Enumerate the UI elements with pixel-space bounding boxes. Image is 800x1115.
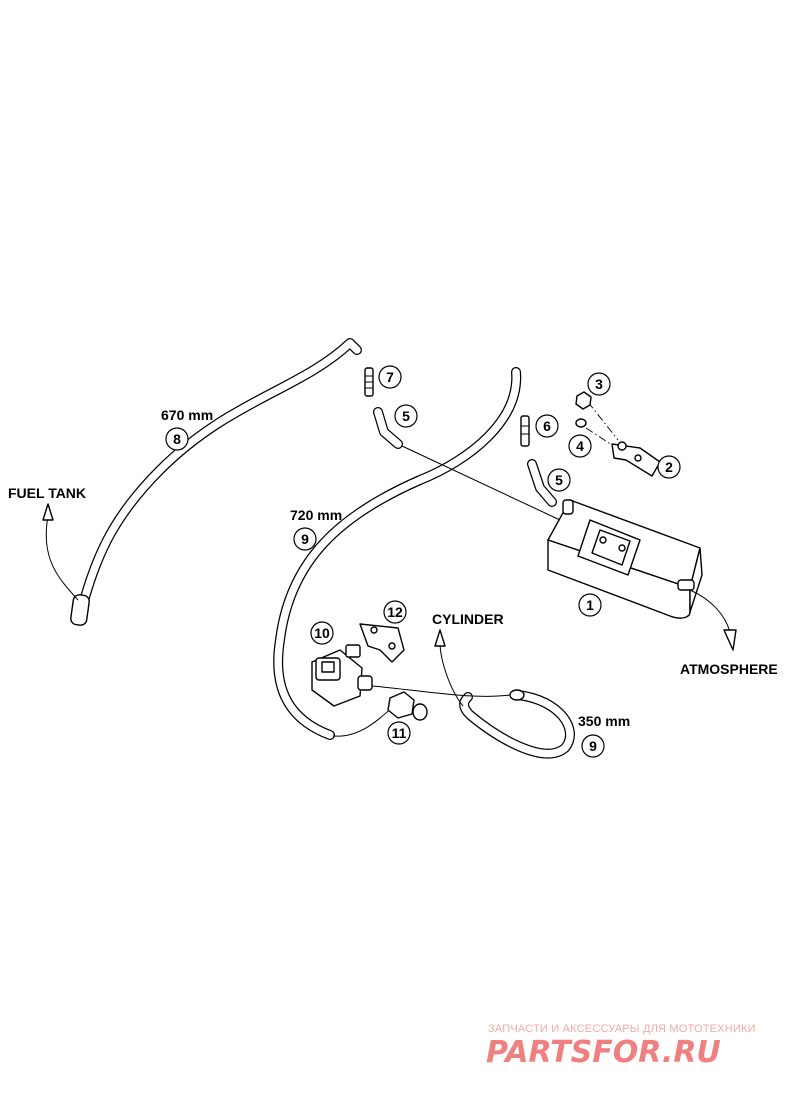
callout-5-right: 5 [547, 468, 571, 492]
callout-9-long: 9 [293, 527, 317, 551]
svg-text:7: 7 [386, 369, 394, 385]
fuel-tank-label: FUEL TANK [8, 485, 86, 501]
purge-valve [311, 644, 373, 707]
svg-text:4: 4 [576, 438, 584, 454]
charcoal-canister [547, 499, 737, 651]
svg-text:3: 3 [595, 376, 603, 392]
callout-6: 6 [535, 414, 559, 438]
callout-8: 8 [165, 427, 189, 451]
fitting-7-and-elbow [364, 367, 403, 449]
callout-2: 2 [657, 455, 681, 479]
svg-text:5: 5 [555, 472, 563, 488]
svg-text:8: 8 [173, 431, 181, 447]
watermark-tagline: ЗАПЧАСТИ И АКСЕССУАРЫ ДЛЯ МОТОТЕХНИКИ [488, 1023, 756, 1035]
hose-8-length: 670 mm [161, 407, 213, 423]
svg-text:12: 12 [387, 604, 403, 620]
callout-3: 3 [587, 372, 611, 396]
svg-text:10: 10 [314, 625, 330, 641]
callout-1: 1 [578, 593, 602, 617]
callout-10: 10 [310, 621, 334, 645]
cylinder-label: CYLINDER [432, 611, 504, 627]
svg-text:6: 6 [543, 418, 551, 434]
hose-670mm [70, 338, 362, 626]
valve-bracket [359, 623, 405, 663]
callout-5-left: 5 [394, 404, 418, 428]
hose-720mm [273, 367, 522, 740]
callout-12: 12 [383, 600, 407, 624]
hose-9-long-length: 720 mm [290, 507, 342, 523]
fitting-6-and-elbow [520, 415, 557, 507]
callout-11: 11 [387, 721, 411, 745]
svg-text:5: 5 [402, 408, 410, 424]
mounting-bracket [575, 391, 661, 477]
hose-350mm [459, 689, 575, 759]
callout-9-short: 9 [581, 734, 605, 758]
svg-text:1: 1 [586, 597, 594, 613]
svg-text:11: 11 [392, 725, 407, 741]
grommet [387, 691, 428, 721]
label-leaders [42, 503, 464, 707]
atmosphere-label: ATMOSPHERE [680, 661, 778, 677]
callout-4: 4 [568, 434, 592, 458]
hose-9-short-length: 350 mm [578, 713, 630, 729]
connection-lines [332, 401, 619, 737]
callout-7: 7 [378, 365, 402, 389]
watermark-brand: PARTSFOR.RU [486, 1035, 721, 1070]
svg-text:9: 9 [589, 738, 597, 754]
svg-text:2: 2 [665, 459, 673, 475]
svg-text:9: 9 [301, 531, 309, 547]
